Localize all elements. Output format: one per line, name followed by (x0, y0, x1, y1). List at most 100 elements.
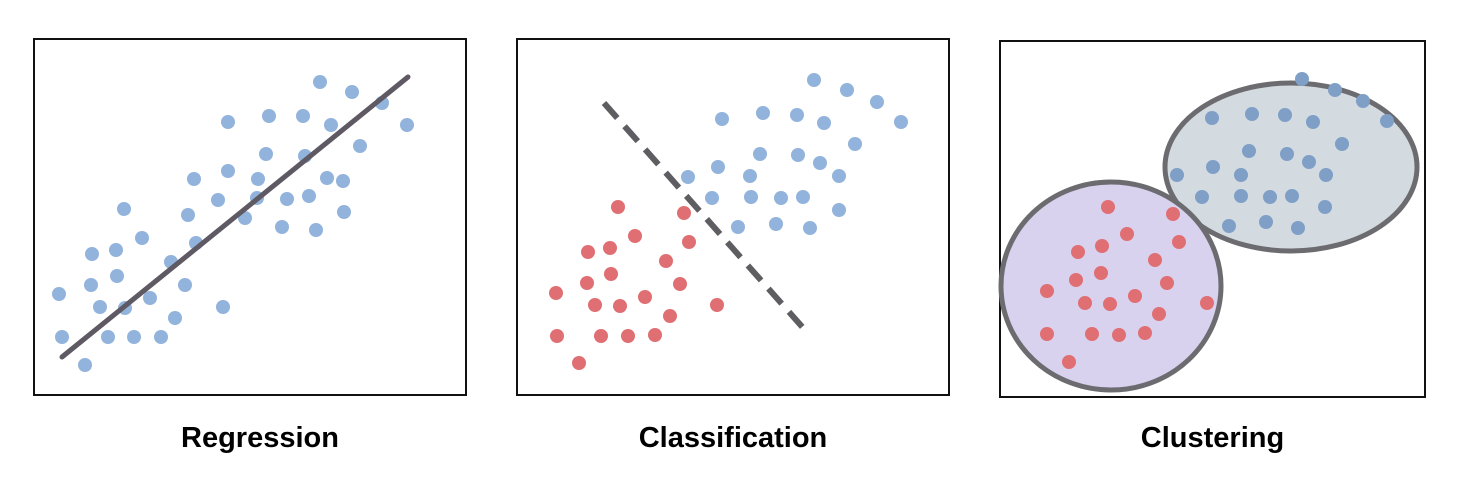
regression-point (221, 164, 235, 178)
classification-point-blue (848, 137, 862, 151)
cluster-point-blue (1206, 160, 1220, 174)
classification-point-blue (870, 95, 884, 109)
classification-point-blue (731, 220, 745, 234)
cluster-point-red (1078, 296, 1092, 310)
regression-point (101, 330, 115, 344)
classification-point-red (663, 309, 677, 323)
classification-point-red (673, 277, 687, 291)
regression-caption: Regression (181, 422, 339, 454)
classification-point-blue (791, 148, 805, 162)
classification-point-blue (832, 203, 846, 217)
regression-point (251, 172, 265, 186)
cluster-point-blue (1291, 221, 1305, 235)
classification-point-blue (817, 116, 831, 130)
regression-point (181, 208, 195, 222)
classification-point-red (550, 329, 564, 343)
regression-point (110, 269, 124, 283)
regression-point (78, 358, 92, 372)
regression-point (55, 330, 69, 344)
classification-point-blue (769, 217, 783, 231)
cluster-region-blue (1162, 80, 1420, 254)
cluster-point-blue (1205, 111, 1219, 125)
classification-point-red (648, 328, 662, 342)
classification-point-red (621, 329, 635, 343)
regression-point (296, 109, 310, 123)
cluster-point-blue (1318, 200, 1332, 214)
cluster-point-blue (1263, 190, 1277, 204)
regression-point (337, 205, 351, 219)
classification-point-red (549, 286, 563, 300)
regression-point (309, 223, 323, 237)
classification-point-blue (790, 108, 804, 122)
classification-point-blue (840, 83, 854, 97)
cluster-point-red (1152, 307, 1166, 321)
regression-point (168, 311, 182, 325)
regression-point (302, 189, 316, 203)
cluster-point-blue (1328, 83, 1342, 97)
cluster-point-red (1120, 227, 1134, 241)
cluster-point-blue (1380, 114, 1394, 128)
regression-plot (52, 74, 414, 372)
classification-plot (549, 73, 908, 370)
cluster-point-blue (1234, 189, 1248, 203)
decision-boundary-line (601, 101, 808, 332)
classification-point-blue (803, 221, 817, 235)
cluster-point-blue (1295, 72, 1309, 86)
cluster-point-red (1103, 297, 1117, 311)
cluster-point-blue (1222, 219, 1236, 233)
cluster-point-red (1071, 245, 1085, 259)
classification-point-red (604, 267, 618, 281)
cluster-point-red (1128, 289, 1142, 303)
classification-point-red (613, 299, 627, 313)
regression-point (280, 192, 294, 206)
cluster-point-red (1085, 327, 1099, 341)
classification-point-red (710, 298, 724, 312)
cluster-point-blue (1234, 168, 1248, 182)
cluster-point-blue (1285, 189, 1299, 203)
regression-point (84, 278, 98, 292)
classification-point-blue (743, 169, 757, 183)
classification-point-red (603, 241, 617, 255)
clustering-plot (998, 72, 1420, 393)
regression-point (216, 300, 230, 314)
regression-point (127, 330, 141, 344)
cluster-point-red (1200, 296, 1214, 310)
regression-point (178, 278, 192, 292)
cluster-point-blue (1319, 168, 1333, 182)
classification-point-red (580, 276, 594, 290)
classification-point-blue (832, 169, 846, 183)
cluster-point-red (1148, 253, 1162, 267)
classification-point-blue (705, 191, 719, 205)
regression-point (143, 291, 157, 305)
cluster-point-blue (1335, 137, 1349, 151)
regression-point (320, 171, 334, 185)
classification-point-red (594, 329, 608, 343)
cluster-region-red (998, 179, 1224, 393)
cluster-point-red (1062, 355, 1076, 369)
regression-point (93, 300, 107, 314)
regression-point (187, 172, 201, 186)
classification-point-red (572, 356, 586, 370)
classification-point-blue (813, 156, 827, 170)
regression-point (117, 202, 131, 216)
regression-point (135, 231, 149, 245)
regression-point (400, 118, 414, 132)
classification-point-red (581, 245, 595, 259)
regression-point (262, 109, 276, 123)
classification-point-red (638, 290, 652, 304)
cluster-point-red (1112, 328, 1126, 342)
cluster-point-blue (1245, 107, 1259, 121)
classification-point-blue (715, 112, 729, 126)
classification-panel (516, 38, 950, 396)
regression-point (259, 147, 273, 161)
regression-point (345, 85, 359, 99)
classification-point-red (682, 235, 696, 249)
classification-point-blue (756, 106, 770, 120)
classification-point-blue (681, 170, 695, 184)
cluster-point-blue (1259, 215, 1273, 229)
classification-point-blue (753, 147, 767, 161)
regression-point (85, 247, 99, 261)
clustering-panel (998, 40, 1426, 398)
regression-point (324, 118, 338, 132)
regression-point (52, 287, 66, 301)
